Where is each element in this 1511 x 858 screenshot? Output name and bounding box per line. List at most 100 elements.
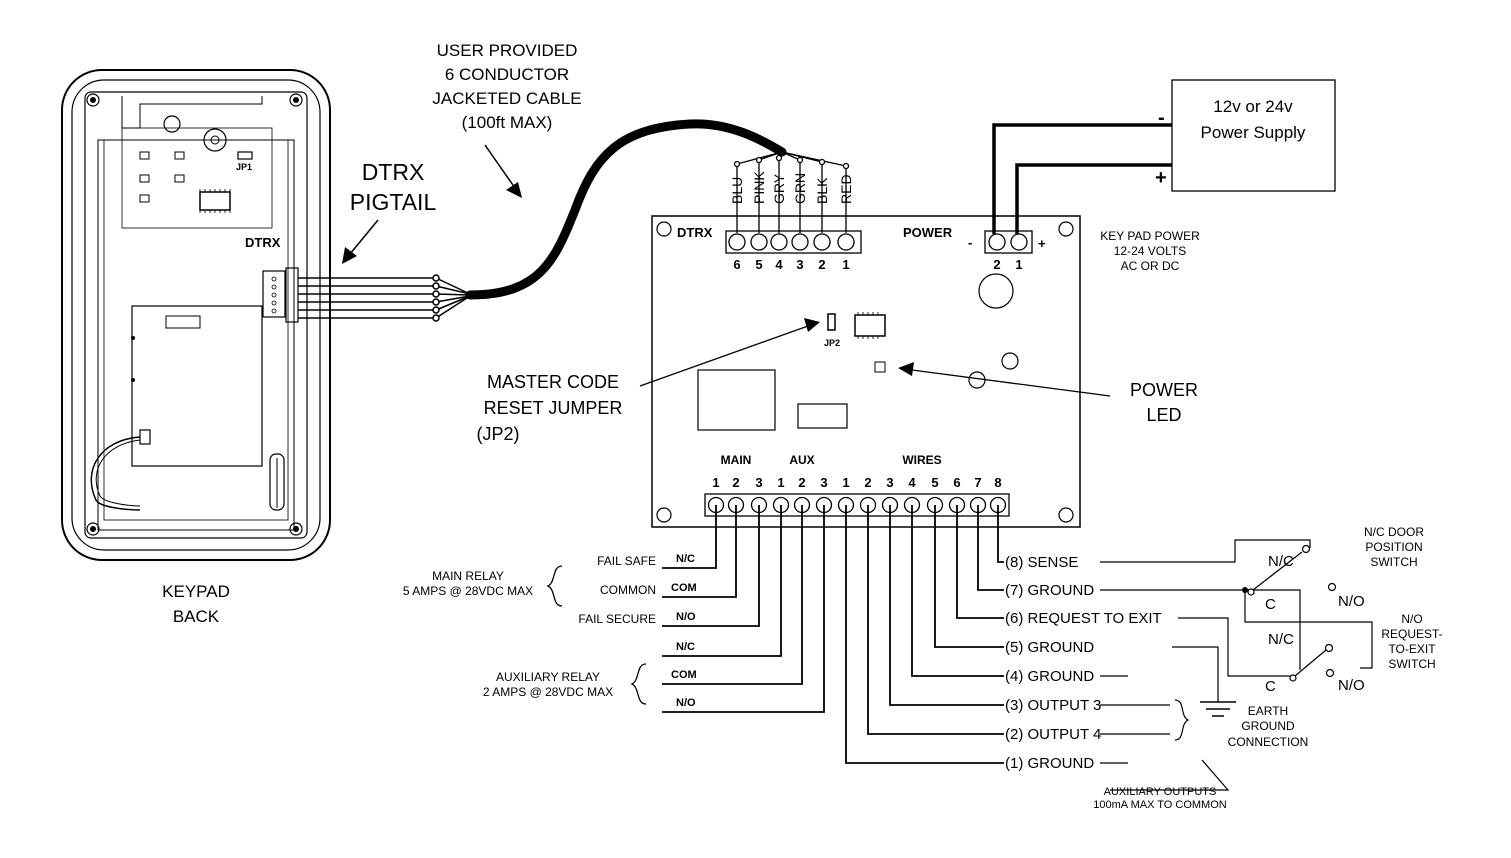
terminal-number: 7: [974, 475, 981, 490]
request-to-exit-switch: [1289, 643, 1335, 682]
terminal-number: 6: [953, 475, 960, 490]
fail-secure-label: FAIL SECURE: [578, 612, 656, 626]
wire-label-1: (1) GROUND: [1005, 755, 1094, 772]
wire-label-8: (8) SENSE: [1005, 554, 1078, 571]
keypad-jp1-label: JP1: [236, 162, 252, 172]
terminal-number: 3: [755, 475, 762, 490]
power-supply-wires: [992, 123, 1172, 234]
master-code-line2: RESET JUMPER: [484, 398, 623, 418]
wire-color-grn: GRN: [792, 173, 808, 204]
jp2-label: JP2: [824, 338, 840, 348]
field-wiring: [1100, 539, 1373, 791]
door-switch-line3: SWITCH: [1370, 555, 1417, 569]
door-switch-line1: N/C DOOR: [1364, 525, 1424, 539]
aux-relay-brace: [630, 663, 647, 705]
cable-label-line1: USER PROVIDED: [437, 41, 578, 60]
door-switch-nc: N/C: [1268, 553, 1294, 570]
board-dtrx-label: DTRX: [677, 225, 713, 240]
wire-color-blk: BLK: [814, 177, 830, 204]
group-aux-label: AUX: [789, 453, 814, 467]
common-label: COMMON: [600, 583, 656, 597]
main-relay-line1: MAIN RELAY: [432, 569, 504, 583]
power-terminal-2: 2: [993, 257, 1000, 272]
dtrx-terminal-4: 4: [775, 257, 783, 272]
cable-label-line4: (100ft MAX): [462, 113, 553, 132]
board-power-plus: +: [1038, 236, 1046, 251]
terminal-number: 1: [842, 475, 849, 490]
power-led-arrow: [898, 362, 1111, 397]
main-relay-nc: N/C: [676, 553, 695, 565]
jacketed-cable: [465, 119, 787, 300]
door-switch-c: C: [1265, 596, 1276, 613]
power-led-line1: POWER: [1130, 380, 1198, 400]
pigtail-arrow: [342, 219, 379, 264]
main-relay-no: N/O: [676, 611, 696, 623]
aux-relay-line2: 2 AMPS @ 28VDC MAX: [483, 685, 613, 699]
keypad-title-line2: BACK: [173, 607, 220, 626]
cable-arrow: [484, 144, 522, 198]
ground-junction-dot: [1242, 587, 1248, 593]
earth-line1: EARTH: [1248, 704, 1288, 718]
rex-switch-line1: N/O: [1401, 612, 1422, 626]
terminal-number: 2: [798, 475, 805, 490]
master-code-arrow: [639, 318, 820, 387]
dtrx-terminal-2: 2: [818, 257, 825, 272]
dtrx-fanout: [733, 151, 850, 233]
keypad-power-line2: 12-24 VOLTS: [1114, 244, 1186, 258]
main-relay-brace: [546, 565, 563, 607]
power-led-line2: LED: [1146, 405, 1181, 425]
wire-label-6: (6) REQUEST TO EXIT: [1005, 610, 1162, 627]
aux-relay-no: N/O: [676, 697, 696, 709]
keypad-power-line1: KEY PAD POWER: [1100, 229, 1200, 243]
terminal-number: 5: [931, 475, 938, 490]
aux-outputs-line1: AUXILIARY OUTPUTS: [1104, 786, 1217, 798]
terminal-number: 3: [820, 475, 827, 490]
door-switch-no: N/O: [1338, 593, 1365, 610]
dtrx-terminal-3: 3: [796, 257, 803, 272]
wire-label-7: (7) GROUND: [1005, 582, 1094, 599]
wire-label-2: (2) OUTPUT 4: [1005, 726, 1101, 743]
wire-color-blu: BLU: [729, 177, 745, 204]
rex-switch-no: N/O: [1338, 677, 1365, 694]
wire-color-gry: GRY: [771, 173, 787, 204]
earth-line2: GROUND: [1241, 719, 1295, 733]
fail-safe-label: FAIL SAFE: [597, 554, 656, 568]
terminal-number: 1: [777, 475, 784, 490]
cable-label-line2: 6 CONDUCTOR: [445, 65, 569, 84]
earth-line3: CONNECTION: [1228, 735, 1309, 749]
keypad-power-line3: AC OR DC: [1121, 259, 1180, 273]
pigtail-wires: [298, 274, 471, 322]
terminal-number: 4: [908, 475, 916, 490]
rex-switch-line2: REQUEST-: [1381, 627, 1442, 641]
terminal-number: 8: [994, 475, 1001, 490]
group-main-label: MAIN: [721, 453, 752, 467]
power-supply-line2: Power Supply: [1201, 123, 1306, 142]
wire-label-5: (5) GROUND: [1005, 639, 1094, 656]
aux-relay-nc: N/C: [676, 641, 695, 653]
dtrx-terminal-5: 5: [755, 257, 762, 272]
rex-switch-nc: N/C: [1268, 631, 1294, 648]
relay-wiring: [662, 505, 825, 713]
wire-label-4: (4) GROUND: [1005, 668, 1094, 685]
power-terminal-1: 1: [1015, 257, 1022, 272]
power-supply-plus: +: [1155, 167, 1167, 189]
wires-output-wiring: [845, 505, 1004, 764]
group-wires-label: WIRES: [902, 453, 941, 467]
wire-color-red: RED: [838, 174, 854, 204]
terminal-screws: [707, 496, 1007, 514]
board-power-minus: -: [968, 235, 972, 250]
keypad-back: [61, 69, 331, 561]
wire-color-pink: PINK: [751, 171, 767, 204]
keypad-dtrx-label: DTRX: [245, 235, 281, 250]
rex-switch-line3: TO-EXIT: [1388, 642, 1436, 656]
board-power-label: POWER: [903, 225, 953, 240]
pigtail-label-line1: DTRX: [362, 159, 425, 185]
door-position-switch: [1247, 544, 1337, 596]
master-code-line1: MASTER CODE: [487, 372, 619, 392]
door-switch-line2: POSITION: [1365, 540, 1422, 554]
main-relay-com: COM: [671, 582, 697, 594]
power-supply-line1: 12v or 24v: [1213, 97, 1293, 116]
cable-label-line3: JACKETED CABLE: [432, 89, 581, 108]
